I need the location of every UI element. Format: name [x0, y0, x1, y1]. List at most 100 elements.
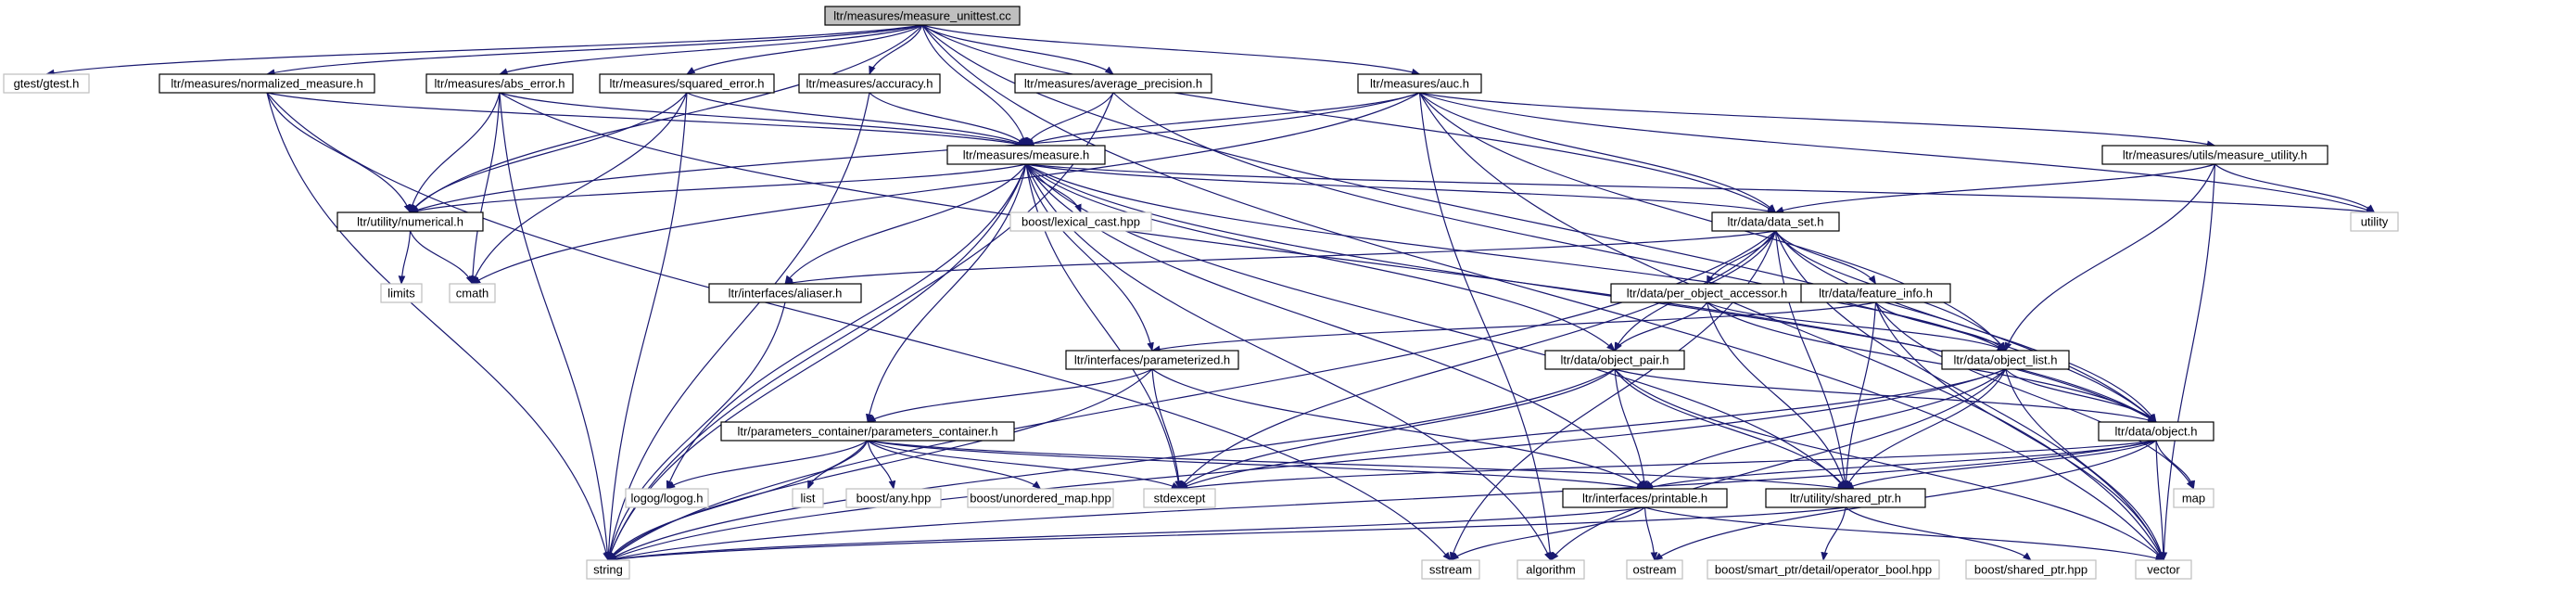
- edge-normalized-to-string: [266, 92, 610, 561]
- node-label: boost/lexical_cast.hpp: [1022, 215, 1140, 229]
- node-root[interactable]: ltr/measures/measure_unittest.cc: [824, 6, 1021, 26]
- edge-per_object_accessor-to-object: [1707, 301, 2157, 423]
- edge-object_list-to-stdexcept: [1178, 368, 2006, 490]
- node-measure-utility[interactable]: ltr/measures/utils/measure_utility.h: [2101, 145, 2329, 165]
- node-gtest: gtest/gtest.h: [3, 73, 90, 94]
- edge-abs_error-to-cmath: [469, 92, 501, 285]
- node-box: [1357, 73, 1482, 94]
- edge-printable-to-ostream: [1643, 506, 1658, 561]
- node-operator-bool: boost/smart_ptr/detail/operator_bool.hpp: [1707, 559, 1940, 580]
- node-label: ltr/measures/measure_unittest.cc: [833, 9, 1011, 23]
- node-parameterized[interactable]: ltr/interfaces/parameterized.h: [1065, 350, 1239, 370]
- node-label: ltr/measures/accuracy.h: [806, 77, 933, 91]
- edge-root-to-auc: [921, 24, 1421, 76]
- node-avg-precision[interactable]: ltr/measures/average_precision.h: [1014, 73, 1212, 94]
- node-numerical[interactable]: ltr/utility/numerical.h: [336, 211, 484, 232]
- edge-parameters_container-to-printable: [867, 440, 1646, 492]
- node-label: ltr/data/object_pair.h: [1560, 353, 1669, 367]
- node-label: ltr/interfaces/aliaser.h: [729, 287, 843, 301]
- edge-data_set-to-stdexcept: [1178, 230, 1776, 490]
- node-label: stdexcept: [1154, 492, 1206, 506]
- node-object[interactable]: ltr/data/object.h: [2098, 421, 2214, 442]
- edge-object_list-to-string: [607, 368, 2006, 561]
- edge-data_set-to-aliaser: [784, 230, 1776, 287]
- node-label: vector: [2147, 563, 2180, 577]
- node-accuracy[interactable]: ltr/measures/accuracy.h: [798, 73, 941, 94]
- node-label: limits: [387, 287, 415, 301]
- node-abs-error[interactable]: ltr/measures/abs_error.h: [425, 73, 574, 94]
- node-label: ostream: [1633, 563, 1677, 577]
- node-label: boost/shared_ptr.hpp: [1974, 563, 2087, 577]
- node-object-list[interactable]: ltr/data/object_list.h: [1941, 350, 2070, 370]
- node-normalized[interactable]: ltr/measures/normalized_measure.h: [159, 73, 375, 94]
- edge-object_pair-to-vector: [1614, 368, 2164, 561]
- node-box: [798, 73, 941, 94]
- node-label: boost/smart_ptr/detail/operator_bool.hpp: [1715, 563, 1932, 577]
- node-aliaser[interactable]: ltr/interfaces/aliaser.h: [708, 283, 862, 303]
- edge-numerical-to-cmath: [409, 230, 474, 285]
- edge-object-to-map: [2155, 440, 2196, 490]
- edge-feature_info-to-object_list: [1875, 301, 2007, 352]
- node-printable[interactable]: ltr/interfaces/printable.h: [1562, 488, 1728, 508]
- node-box: [1562, 488, 1728, 508]
- node-box: [946, 145, 1106, 165]
- node-label: ltr/measures/measure.h: [963, 148, 1090, 162]
- edge-root-to-measure: [921, 24, 1028, 147]
- node-label: ltr/data/feature_info.h: [1819, 287, 1933, 301]
- node-label: ltr/utility/numerical.h: [357, 215, 463, 229]
- node-box: [2101, 145, 2329, 165]
- edge-abs_error-to-numerical: [408, 92, 501, 213]
- edge-measure-to-logog: [666, 163, 1027, 490]
- node-auc[interactable]: ltr/measures/auc.h: [1357, 73, 1482, 94]
- edge-avg_precision-to-measure: [1025, 92, 1114, 147]
- node-data-set[interactable]: ltr/data/data_set.h: [1711, 211, 1840, 232]
- node-box: [720, 421, 1015, 442]
- node-object-pair[interactable]: ltr/data/object_pair.h: [1544, 350, 1685, 370]
- node-box: [1143, 488, 1216, 508]
- edge-printable-to-sstream: [1450, 506, 1645, 561]
- edge-accuracy-to-measure: [869, 92, 1027, 147]
- edge-root-to-gtest: [45, 24, 923, 77]
- node-sstream: sstream: [1421, 559, 1480, 580]
- node-parameters-container[interactable]: ltr/parameters_container/parameters_cont…: [720, 421, 1015, 442]
- edge-squared_error-to-numerical: [409, 92, 688, 213]
- edge-parameters_container-to-logog: [666, 440, 869, 490]
- node-label: ltr/interfaces/printable.h: [1582, 492, 1707, 506]
- node-measure[interactable]: ltr/measures/measure.h: [946, 145, 1106, 165]
- edge-parameterized-to-parameters_container: [867, 368, 1153, 423]
- node-squared-error[interactable]: ltr/measures/squared_error.h: [599, 73, 775, 94]
- node-box: [3, 73, 90, 94]
- node-label: ltr/data/data_set.h: [1727, 215, 1823, 229]
- edge-object_list-to-printable: [1643, 368, 2006, 490]
- node-box: [1711, 211, 1840, 232]
- node-per-object-accessor[interactable]: ltr/data/per_object_accessor.h: [1610, 283, 1804, 303]
- node-label: sstream: [1429, 563, 1472, 577]
- node-cmath: cmath: [449, 283, 496, 303]
- node-box: [599, 73, 775, 94]
- node-label: logog/logog.h: [630, 492, 703, 506]
- edges-layer: [45, 24, 2376, 563]
- edge-auc-to-utility: [1419, 92, 2376, 213]
- edge-numerical-to-limits: [398, 230, 412, 285]
- node-box: [2135, 559, 2192, 580]
- edge-auc-to-numerical: [409, 92, 1420, 213]
- edge-root-to-abs_error: [499, 24, 923, 75]
- edge-shared_ptr-to-string: [607, 506, 1846, 563]
- edge-root-to-numerical: [409, 24, 923, 213]
- node-ostream: ostream: [1626, 559, 1683, 580]
- node-label: ltr/measures/abs_error.h: [435, 77, 565, 91]
- edge-shared_ptr-to-boost_shared_ptr: [1845, 506, 2032, 561]
- edge-auc-to-vector: [1418, 92, 2164, 561]
- edge-measure-to-object_list: [1025, 163, 2007, 352]
- node-shared-ptr[interactable]: ltr/utility/shared_ptr.h: [1765, 488, 1926, 508]
- node-feature-info[interactable]: ltr/data/feature_info.h: [1800, 283, 1951, 303]
- node-box: [824, 6, 1021, 26]
- edge-object-to-string: [607, 440, 2157, 562]
- node-vector: vector: [2135, 559, 2192, 580]
- node-box: [1765, 488, 1926, 508]
- edge-data_set-to-feature_info: [1774, 230, 1877, 285]
- node-label: ltr/measures/auc.h: [1370, 77, 1469, 91]
- edge-measure_utility-to-data_set: [1774, 163, 2215, 213]
- node-label: ltr/parameters_container/parameters_cont…: [737, 425, 997, 439]
